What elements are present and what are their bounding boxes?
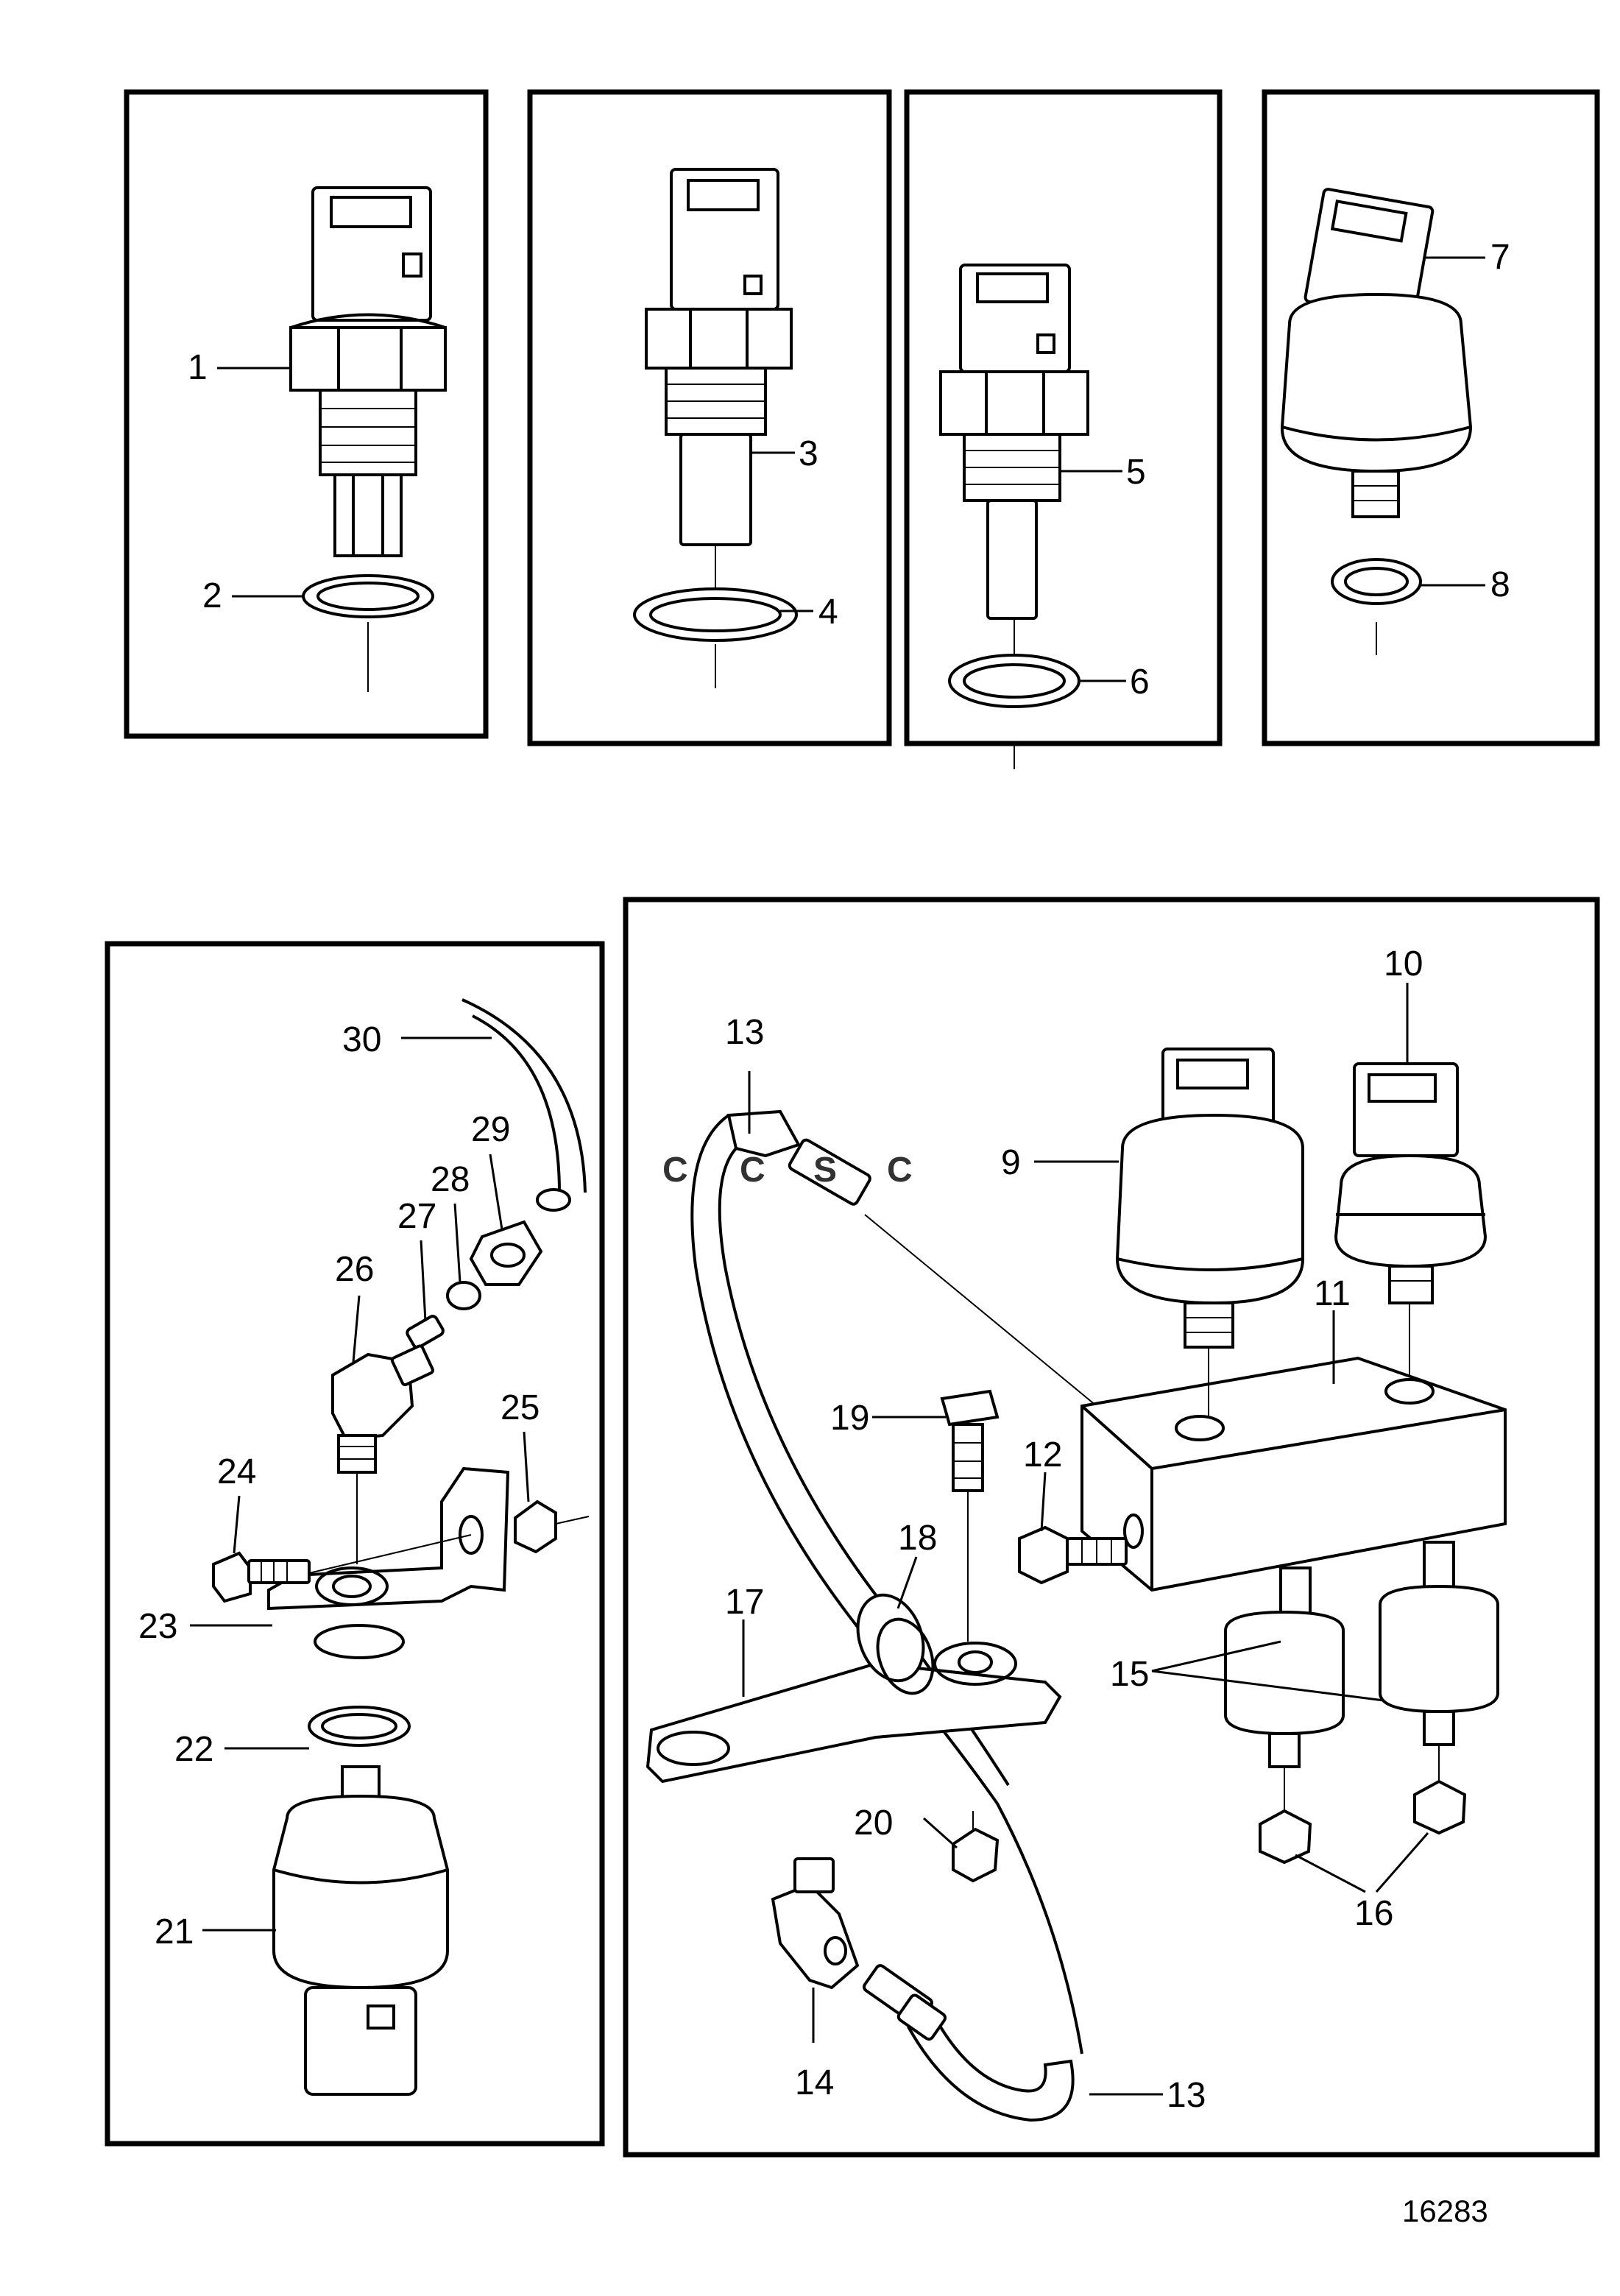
label-7: 7 <box>1490 238 1510 277</box>
label-30: 30 <box>342 1020 381 1059</box>
bolt-19 <box>940 1389 1000 1427</box>
nut-25 <box>514 1500 557 1554</box>
panel-4: 7 8 <box>1262 89 1600 746</box>
drawing-reference-number: 16283 <box>1402 2194 1488 2228</box>
washer-22-upper <box>314 1624 405 1659</box>
sleeve-27 <box>406 1315 445 1349</box>
label-11: 11 <box>1314 1274 1351 1313</box>
bolt-12 <box>1018 1525 1069 1585</box>
watermark-letter: S <box>813 1151 837 1190</box>
label-9: 9 <box>1001 1143 1021 1182</box>
label-12: 12 <box>1023 1435 1062 1474</box>
washer-6 <box>948 654 1080 708</box>
label-8: 8 <box>1490 565 1510 604</box>
hose-30 <box>461 998 587 1193</box>
label-13-bottom: 13 <box>1167 2076 1206 2115</box>
sensor-10-thread <box>1388 1265 1434 1304</box>
sensor-5-probe <box>986 499 1038 620</box>
label-25: 25 <box>500 1388 540 1427</box>
sensor-1-hex <box>289 326 447 392</box>
label-14: 14 <box>795 2063 834 2102</box>
label-26: 26 <box>335 1250 374 1289</box>
label-18: 18 <box>898 1519 937 1558</box>
sensor-3-probe <box>679 433 752 546</box>
label-19: 19 <box>830 1399 869 1438</box>
nut-29 <box>469 1220 543 1286</box>
watermark-letter: C <box>887 1151 913 1190</box>
panel-2: 3 4 <box>527 89 892 746</box>
washer-8 <box>1331 558 1422 605</box>
ccsc-watermark-logo: C C S C <box>662 1151 913 1190</box>
label-22: 22 <box>174 1730 213 1769</box>
label-17: 17 <box>725 1583 764 1622</box>
label-23: 23 <box>138 1607 177 1646</box>
bolt-24 <box>212 1551 252 1603</box>
hose-13-lower <box>907 2015 1075 2122</box>
label-15: 15 <box>1110 1655 1149 1694</box>
label-24: 24 <box>217 1452 256 1491</box>
nut-20 <box>952 1827 1000 1883</box>
panel-6: 13 9 10 11 12 19 18 17 20 14 13 15 16 <box>623 897 1600 2158</box>
olive-28 <box>446 1281 481 1310</box>
label-13-top: 13 <box>725 1013 764 1052</box>
label-28: 28 <box>431 1160 470 1199</box>
label-1: 1 <box>188 348 208 387</box>
pressure-sensor-10 <box>1334 1154 1488 1268</box>
nut-16-a <box>1259 1809 1312 1865</box>
watermark-letter: C <box>662 1151 688 1190</box>
panel-5: 30 29 28 27 26 25 24 23 22 21 <box>105 941 605 2147</box>
label-16: 16 <box>1354 1894 1393 1933</box>
damper-15-b <box>1379 1584 1499 1714</box>
washer-4 <box>633 587 798 642</box>
adapter-14 <box>771 1882 860 1990</box>
label-10: 10 <box>1384 944 1423 983</box>
sensor-9-thread <box>1184 1301 1234 1349</box>
sender-21 <box>272 1794 449 1990</box>
label-29: 29 <box>471 1110 510 1149</box>
label-27: 27 <box>397 1197 436 1236</box>
label-3: 3 <box>799 434 818 473</box>
label-2: 2 <box>202 576 222 615</box>
sensor-1-connector <box>311 186 432 322</box>
sensor-5-hex <box>939 370 1089 436</box>
label-21: 21 <box>155 1912 194 1951</box>
pressure-sensor-9 <box>1115 1113 1304 1305</box>
panel-3: 5 6 <box>904 89 1223 769</box>
sensor-7-thread <box>1351 470 1400 518</box>
label-6: 6 <box>1130 663 1150 702</box>
watermark-letter: C <box>740 1151 765 1190</box>
manifold-block-11 <box>1080 1356 1507 1592</box>
nut-16-b <box>1413 1779 1467 1835</box>
panel-1: 1 2 <box>124 89 489 739</box>
sender-21-connector <box>304 1986 417 2096</box>
sensor-3-hex <box>645 308 793 370</box>
hose-13-fitting <box>788 1138 871 1206</box>
label-20: 20 <box>854 1804 893 1843</box>
grommet-18 <box>856 1593 925 1683</box>
elbow-26 <box>331 1352 414 1441</box>
damper-15-a <box>1224 1610 1345 1736</box>
label-5: 5 <box>1126 453 1146 492</box>
washer-22 <box>308 1706 411 1747</box>
label-4: 4 <box>818 593 838 632</box>
sensor-7-body <box>1280 292 1473 473</box>
